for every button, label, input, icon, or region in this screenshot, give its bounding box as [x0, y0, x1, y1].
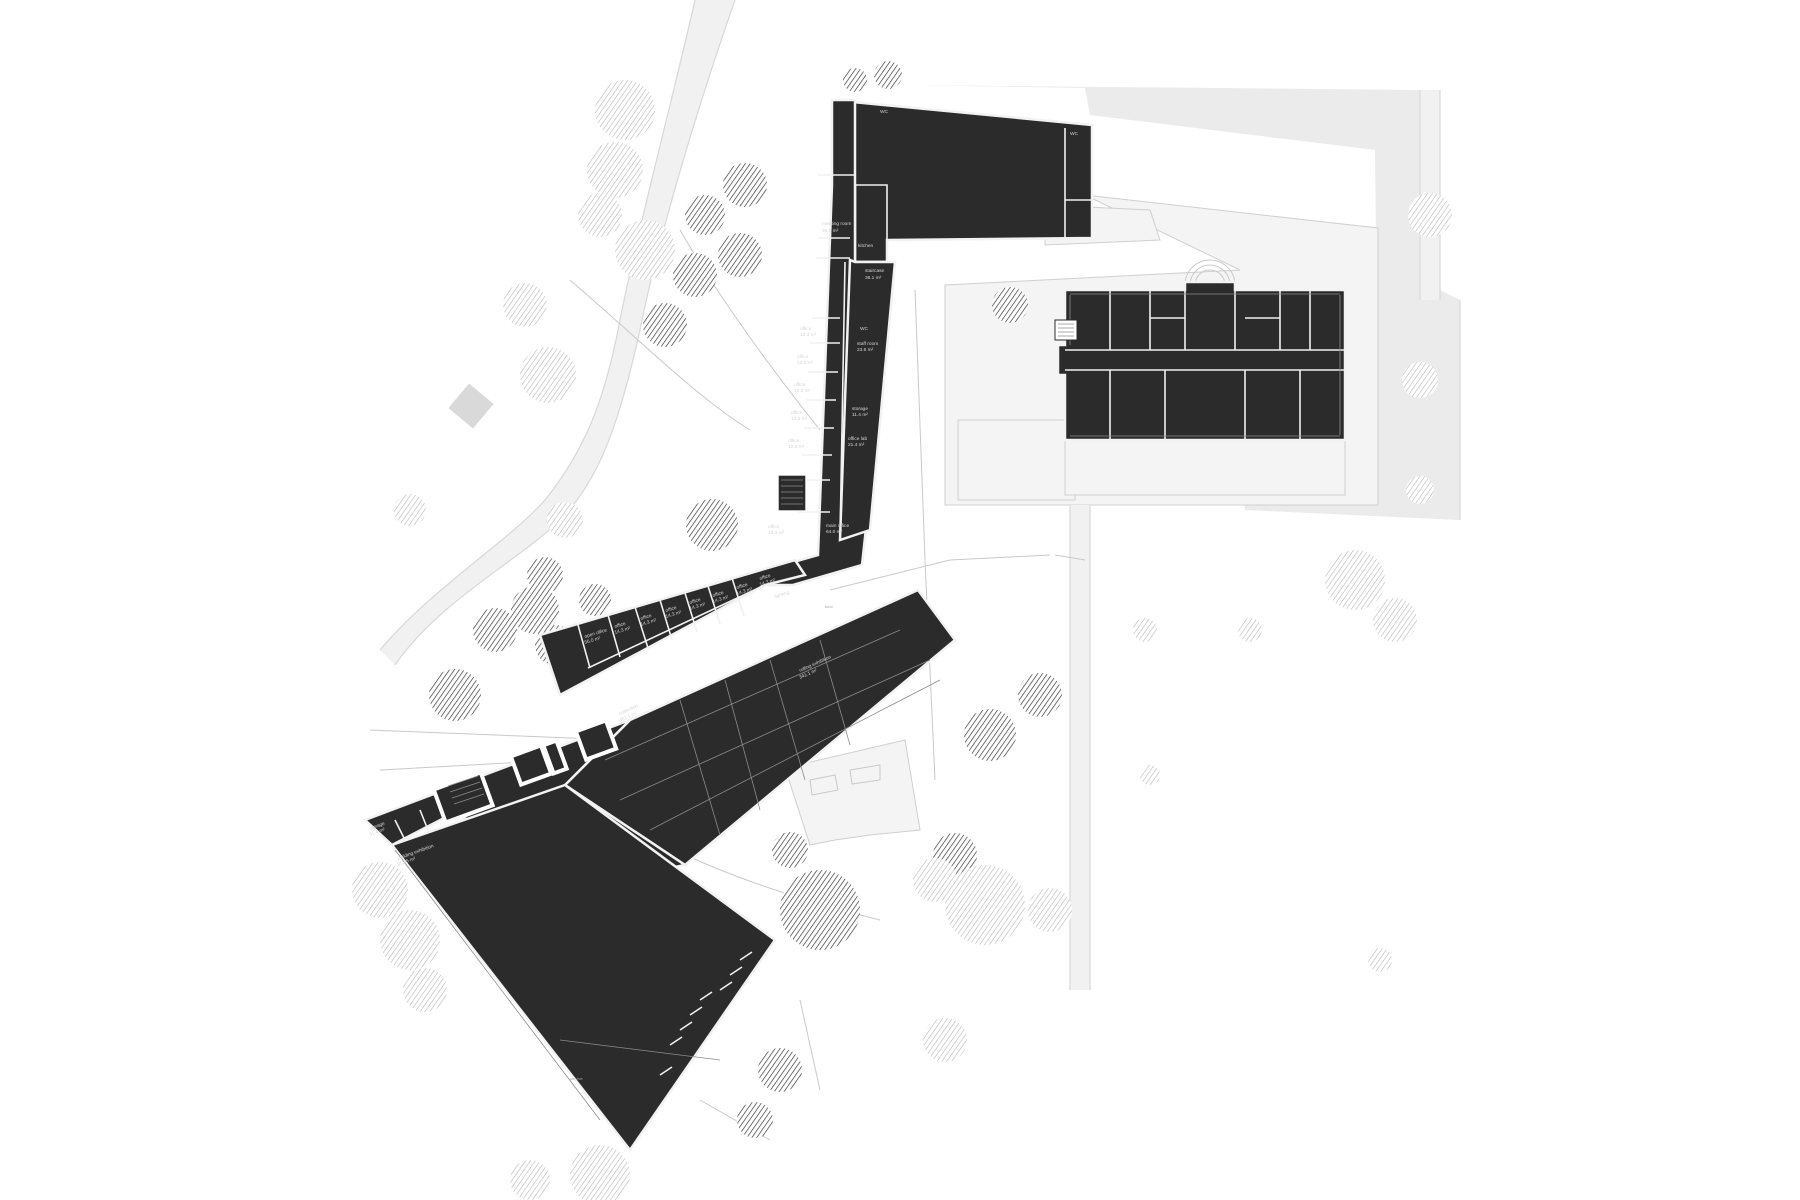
trees: [352, 61, 1452, 1200]
label-open-office-area: 56.0 m²: [584, 635, 602, 646]
label-wc-side: WC: [1070, 131, 1079, 137]
label-row-office-1-area: 14.3 m²: [614, 625, 632, 636]
label-row-office-2-area: 14.3 m²: [640, 617, 658, 628]
core-box-1: [573, 717, 619, 763]
label-service: service: [570, 1076, 583, 1081]
school-window-marks: [1069, 293, 1341, 437]
north-block: [830, 98, 1094, 264]
school-terrace: [1064, 439, 1346, 496]
label-wc-top: WC: [880, 109, 889, 115]
label-meeting-room-area: 36.3 m²: [822, 228, 839, 234]
label-kitchen: kitchen: [858, 243, 874, 249]
label-office-1: office: [800, 326, 812, 332]
label-staff-room: staff room: [857, 341, 878, 347]
label-row-office-4-area: 14.3 m²: [689, 601, 707, 612]
label-storage-w: storage: [369, 821, 386, 832]
label-row-office-1: office: [614, 621, 627, 630]
label-storage: storage: [852, 406, 868, 412]
label-storage-w-area: 31.4 m²: [369, 827, 387, 838]
label-row-office-2: office: [640, 613, 653, 622]
label-office-4: office: [791, 410, 803, 416]
pavilion: [448, 383, 494, 429]
new-building: [362, 98, 1094, 1153]
label-office-3-area: 12.3 m²: [794, 388, 811, 394]
school-annex: [957, 419, 1076, 501]
existing-school-building: [1054, 280, 1347, 442]
facade-marks: [659, 951, 753, 1076]
label-office-2-area: 12.3 m²: [797, 360, 814, 366]
label-office-6-area: 12.3 m²: [768, 530, 785, 536]
label-tutor: tutor: [825, 604, 834, 609]
row-office-partitions: [577, 577, 766, 669]
label-row-office-7: office: [759, 573, 772, 582]
exhibition-grid: [604, 629, 941, 836]
label-office-5: office: [788, 438, 800, 444]
tree-light: [595, 80, 655, 140]
label-main-office: main office: [826, 523, 849, 529]
label-office-lab: office lab: [848, 436, 867, 442]
office-wing-partitions: [798, 174, 855, 541]
label-office-1-area: 12.3 m²: [800, 332, 817, 338]
school-stair: [1054, 319, 1078, 341]
label-staff-room-area: 23.6 m²: [857, 347, 874, 353]
label-office-3: office: [794, 382, 806, 388]
core-box-2: [508, 742, 554, 788]
label-row-office-5-area: 14.3 m²: [712, 594, 730, 605]
label-main-office-area: 64.0 m²: [826, 529, 843, 535]
label-row-office-5: office: [712, 590, 725, 599]
parking-area: [784, 739, 921, 846]
label-office-6: office: [768, 524, 780, 530]
label-office-4-area: 12.3 m²: [791, 416, 808, 422]
label-staircase-n-area: 36.1 m²: [865, 275, 882, 281]
label-row-office-3: office: [665, 605, 678, 614]
label-row-office-3-area: 14.3 m²: [665, 609, 683, 620]
tree: [723, 163, 767, 207]
stair-core: [431, 769, 496, 826]
building-exhibition-hall: [389, 783, 777, 1153]
main-road-edge: [379, 0, 696, 651]
core-box-3: [540, 737, 570, 777]
label-meeting-room: meeting room: [822, 221, 851, 227]
label-office-5-area: 12.3 m²: [788, 444, 805, 450]
amphitheatre: [1184, 259, 1236, 286]
label-row-office-4: office: [689, 597, 702, 606]
label-lighting: lighting: [774, 590, 791, 600]
label-wc-mid: WC: [860, 326, 869, 332]
school-building-footprint: [1056, 280, 1347, 442]
school-rooms: [1065, 290, 1345, 440]
main-road: [380, 0, 735, 665]
wing-staircase: [777, 474, 807, 512]
label-row-office-6-area: 14.3 m²: [736, 586, 754, 597]
label-row-office-7-area: 14.3 m²: [759, 577, 777, 588]
exhibition-diagonal: [394, 849, 721, 1121]
label-office-2: office: [797, 354, 809, 360]
label-row-office-6: office: [736, 582, 749, 591]
label-staircase-n: staircase: [865, 268, 885, 274]
label-storage-area: 11.4 m²: [852, 412, 868, 418]
office-wing-inner: [838, 258, 897, 542]
courtyard-zone: [905, 85, 1460, 520]
label-office-lab-area: 21.4 m²: [848, 442, 865, 448]
east-road: [1070, 505, 1090, 990]
